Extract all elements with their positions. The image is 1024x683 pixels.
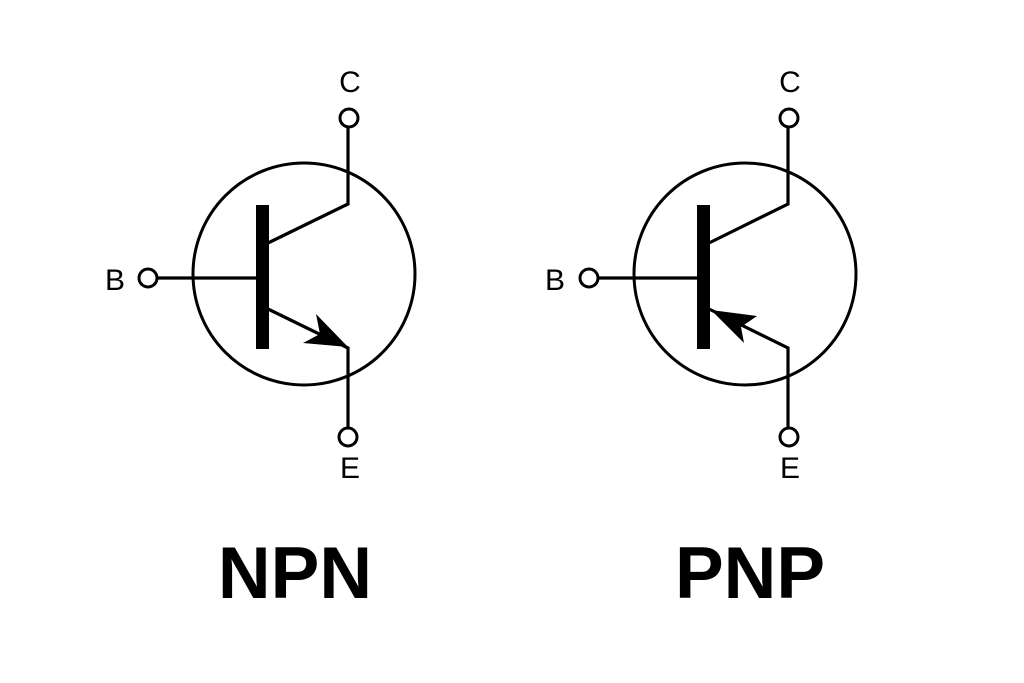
pnp-base-bar	[697, 205, 710, 349]
pnp-collector-terminal	[778, 107, 800, 129]
pnp-emitter-label: E	[780, 452, 800, 485]
pnp-body-circle	[632, 161, 858, 387]
pnp-emitter-terminal	[778, 426, 800, 448]
pnp-symbol: B C E PNP	[545, 66, 858, 614]
npn-collector-terminal	[338, 107, 360, 129]
npn-emitter-terminal	[337, 426, 359, 448]
npn-emitter-arrow-icon	[303, 314, 348, 347]
npn-base-terminal	[137, 267, 159, 289]
npn-collector-label: C	[339, 66, 361, 99]
pnp-collector-wire	[708, 128, 790, 245]
npn-base-label: B	[105, 264, 125, 297]
pnp-emitter-arrow-icon	[711, 310, 757, 343]
pnp-base-terminal	[578, 267, 600, 289]
pnp-base-label: B	[545, 264, 565, 297]
npn-collector-wire	[267, 128, 350, 245]
npn-emitter-wire	[267, 307, 350, 427]
pnp-collector-label: C	[779, 66, 801, 99]
npn-base-bar	[256, 205, 269, 349]
npn-caption: NPN	[218, 533, 372, 614]
npn-body-circle	[191, 161, 417, 387]
npn-emitter-label: E	[340, 452, 360, 485]
pnp-caption: PNP	[675, 533, 825, 614]
pnp-emitter-wire	[708, 307, 790, 427]
npn-symbol: B C E NPN	[105, 66, 417, 614]
